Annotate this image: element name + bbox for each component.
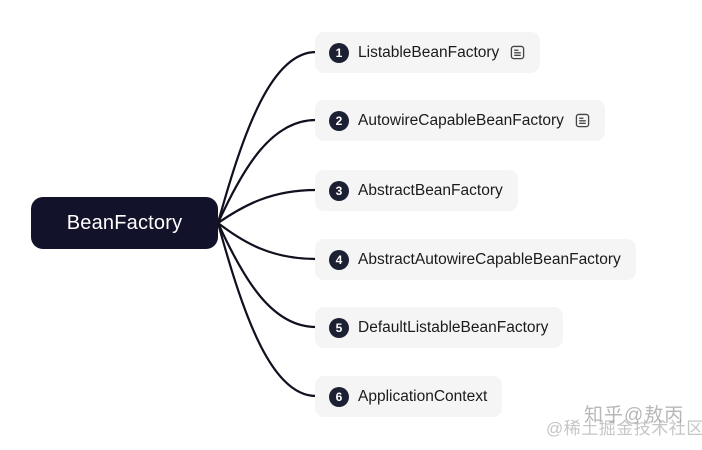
branch-curve bbox=[216, 221, 318, 329]
branch-node-applicationcontext[interactable]: 6 ApplicationContext bbox=[315, 376, 503, 417]
note-icon[interactable] bbox=[510, 45, 525, 60]
branch-curve bbox=[216, 118, 318, 225]
branch-number-badge: 3 bbox=[329, 180, 349, 201]
branch-curve bbox=[216, 50, 318, 225]
branch-number-badge: 5 bbox=[329, 317, 349, 338]
branch-curve bbox=[216, 188, 318, 225]
branch-node-defaultlistablebeanfactory[interactable]: 5 DefaultListableBeanFactory bbox=[315, 307, 564, 348]
branch-node-label: AbstractBeanFactory bbox=[358, 181, 503, 199]
branch-node-label: DefaultListableBeanFactory bbox=[358, 318, 549, 336]
note-icon[interactable] bbox=[575, 113, 590, 128]
branch-node-label: ListableBeanFactory bbox=[358, 43, 500, 61]
branch-node-abstractbeanfactory[interactable]: 3 AbstractBeanFactory bbox=[315, 170, 518, 211]
branch-node-label: AbstractAutowireCapableBeanFactory bbox=[358, 250, 621, 268]
branch-number-badge: 2 bbox=[329, 110, 349, 131]
branch-number-badge: 4 bbox=[329, 249, 349, 270]
branch-curve bbox=[216, 221, 318, 261]
branch-node-abstractautowirecapablebeanfactory[interactable]: 4 AbstractAutowireCapableBeanFactory bbox=[315, 239, 636, 280]
root-node-label: BeanFactory bbox=[66, 211, 183, 234]
branch-number-badge: 1 bbox=[329, 42, 349, 63]
branch-node-autowirecapablebeanfactory[interactable]: 2 AutowireCapableBeanFactory bbox=[315, 100, 605, 141]
root-node-beanfactory[interactable]: BeanFactory bbox=[31, 197, 218, 249]
branch-node-label: AutowireCapableBeanFactory bbox=[358, 111, 564, 129]
branch-number-badge: 6 bbox=[329, 386, 349, 407]
branch-node-label: ApplicationContext bbox=[358, 387, 488, 405]
branch-node-listablebeanfactory[interactable]: 1 ListableBeanFactory bbox=[315, 32, 541, 73]
branch-curve bbox=[216, 221, 318, 398]
